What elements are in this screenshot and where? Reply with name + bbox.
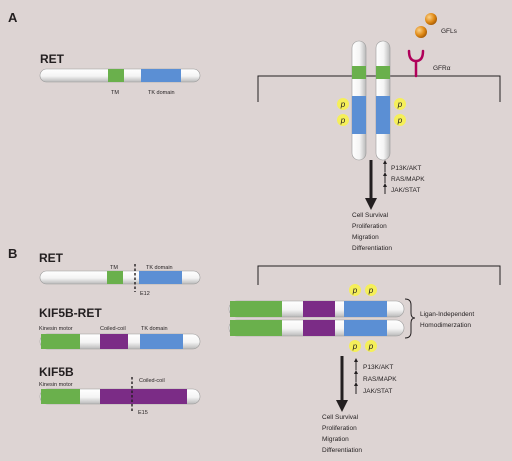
b-kif5b-title: KIF5B (39, 365, 74, 379)
outcome-b-3: Migration (322, 436, 349, 443)
b-fusion-dimer (228, 300, 405, 337)
ret-tk-label: TK domain (148, 90, 175, 96)
b-kif5b-kinesin-label: Kinesin motor (39, 382, 73, 388)
b-fusion-schematic (39, 333, 201, 350)
outcome-a-4: Differentiation (352, 245, 392, 252)
b-kif5b-breakpoint-label: E15 (138, 410, 148, 416)
svg-text:p: p (397, 100, 403, 109)
ret-tk-domain (141, 69, 181, 82)
pathway-b-1: P13K/AKT (363, 364, 393, 371)
gfr-alpha-label: GFRα (433, 65, 451, 72)
panel-a-letter: A (8, 10, 18, 25)
pathway-a-3: JAK/STAT (391, 187, 420, 194)
b-ret-tk-label: TK domain (146, 265, 173, 271)
outcome-b-1: Cell Survival (322, 414, 359, 421)
b-kif5b-coiled-label: Coiled-coil (139, 378, 165, 384)
outcome-a-3: Migration (352, 234, 379, 241)
b-compartment-bracket (257, 265, 501, 285)
b-ret-schematic (39, 270, 201, 285)
pathway-b-3: JAK/STAT (363, 388, 392, 395)
svg-text:p: p (368, 342, 374, 351)
ret-tm-label: TM (111, 90, 119, 96)
ret-title: RET (40, 52, 65, 66)
b-fusion-kinesin-label: Kinesin motor (39, 326, 73, 332)
gfl-ligand-bottom (415, 26, 427, 38)
b-fusion-tk-label: TK domain (141, 326, 168, 332)
outcome-a-2: Proliferation (352, 223, 387, 230)
pathway-b-2: RAS/MAPK (363, 376, 397, 383)
b-fusion-title: KIF5B-RET (39, 306, 102, 320)
phospho-sites-a: p p p p (337, 98, 406, 126)
outcome-b-4: Differentiation (322, 447, 362, 454)
pathway-a-1: P13K/AKT (391, 165, 421, 172)
b-dimer-label-1: Ligan-Independent (420, 311, 474, 318)
svg-text:p: p (368, 286, 374, 295)
b-kif5b-schematic (39, 388, 201, 405)
outcome-a-1: Cell Survival (352, 212, 389, 219)
gfl-ligand-top (425, 13, 437, 25)
svg-text:p: p (397, 116, 403, 125)
b-ret-tm-label: TM (110, 265, 118, 271)
phospho-sites-b: p p p p (349, 284, 377, 352)
gfr-alpha-coreceptor (407, 49, 425, 78)
panel-b-letter: B (8, 246, 17, 261)
gfl-label: GFLs (441, 28, 458, 35)
b-ret-title: RET (39, 251, 64, 265)
svg-text:p: p (340, 116, 346, 125)
b-ret-breakpoint-label: E12 (140, 291, 150, 297)
ret-tm-domain (108, 69, 124, 82)
svg-text:p: p (352, 286, 358, 295)
svg-text:p: p (352, 342, 358, 351)
outcome-b-2: Proliferation (322, 425, 357, 432)
b-dimer-brace (404, 298, 416, 339)
b-fusion-coiled-label: Coiled-coil (100, 326, 126, 332)
ret-protein-schematic (39, 68, 201, 83)
b-dimer-label-2: Homodimerzation (420, 322, 471, 329)
ret-dimer-vertical (351, 40, 391, 161)
svg-text:p: p (340, 100, 346, 109)
pathway-a-2: RAS/MAPK (391, 176, 425, 183)
